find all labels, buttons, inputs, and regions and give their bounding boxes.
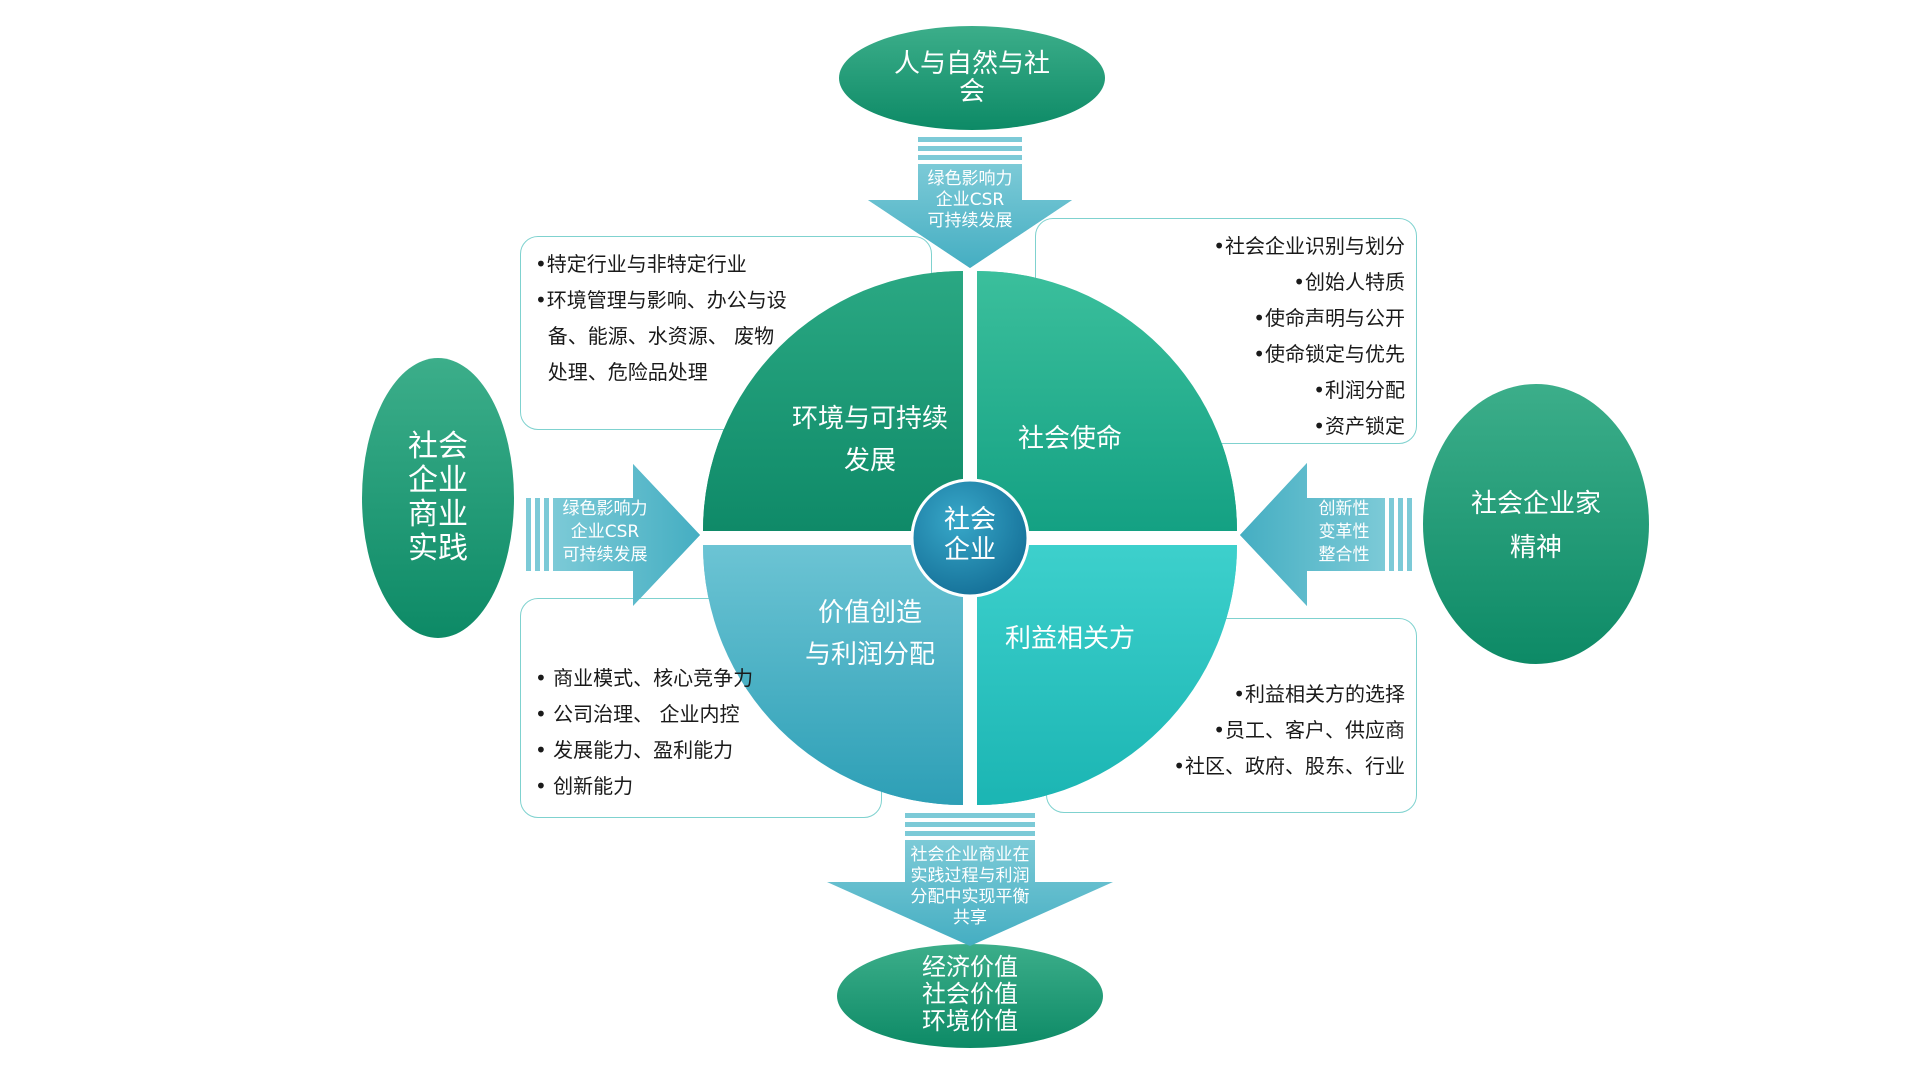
- list-item: •社会企业识别与划分: [1213, 234, 1405, 258]
- list-item: •使命声明与公开: [1253, 306, 1405, 330]
- oval-bottom-shape: [837, 944, 1103, 1048]
- quadrant-label-top-right: 社会使命: [1017, 424, 1122, 454]
- quadrant-label-bottom-left: 价值创造 与利润分配: [804, 598, 935, 670]
- list-item: • 发展能力、盈利能力: [535, 738, 734, 762]
- list-item: 处理、危险品处理: [535, 360, 708, 384]
- oval-label-bottom: 经济价值 社会价值 环境价值: [922, 953, 1018, 1035]
- list-item: • 创新能力: [535, 774, 634, 798]
- oval-label-left: 社会 企业 商业 实践: [408, 429, 468, 566]
- quadrant-label-top-left: 环境与可持续 发展: [791, 404, 948, 476]
- list-top-right: •社会企业识别与划分 •创始人特质 •使命声明与公开 •使命锁定与优先 •利润分配 •资产…: [1213, 228, 1405, 444]
- list-item: 备、能源、水资源、 废物: [535, 324, 775, 348]
- oval-right-shape: [1423, 384, 1649, 664]
- arrow-label-right: 创新性 变革性 整合性: [1318, 499, 1370, 565]
- list-item: •社区、政府、股东、行业: [1173, 754, 1405, 778]
- list-item: • 商业模式、核心竞争力: [535, 666, 754, 690]
- list-item: •资产锁定: [1313, 414, 1405, 438]
- list-top-left: •特定行业与非特定行业 •环境管理与影响、办公与设 备、能源、水资源、 废物 处理…: [535, 246, 787, 390]
- arrow-label-left: 绿色影响力 企业CSR 可持续发展: [562, 499, 648, 565]
- list-item: •利益相关方的选择: [1233, 682, 1405, 706]
- center-label: 社会 企业: [943, 505, 996, 565]
- oval-left-shape: [362, 358, 514, 638]
- quadrant-label-bottom-right: 利益相关方: [1004, 624, 1135, 654]
- oval-label-top: 人与自然与社 会: [893, 49, 1050, 107]
- list-bottom-right: •利益相关方的选择 •员工、客户、供应商 •社区、政府、股东、行业: [1173, 676, 1405, 784]
- arrow-bottom-shape: [827, 813, 1113, 946]
- list-item: •使命锁定与优先: [1253, 342, 1405, 366]
- list-item: •创始人特质: [1293, 270, 1405, 294]
- oval-label-right: 社会企业家 精神: [1470, 489, 1601, 563]
- list-bottom-left: • 商业模式、核心竞争力 • 公司治理、 企业内控 • 发展能力、盈利能力 • 创新能…: [535, 660, 753, 804]
- list-item: •环境管理与影响、办公与设: [535, 288, 787, 312]
- arrow-label-bottom: 社会企业商业在 实践过程与利润 分配中实现平衡 共享: [910, 845, 1030, 928]
- arrow-label-top: 绿色影响力 企业CSR 可持续发展: [927, 169, 1013, 231]
- list-item: •员工、客户、供应商: [1213, 718, 1405, 742]
- list-item: •利润分配: [1313, 378, 1405, 402]
- list-item: • 公司治理、 企业内控: [535, 702, 740, 726]
- oval-top-shape: [839, 26, 1105, 130]
- list-item: •特定行业与非特定行业: [535, 252, 747, 276]
